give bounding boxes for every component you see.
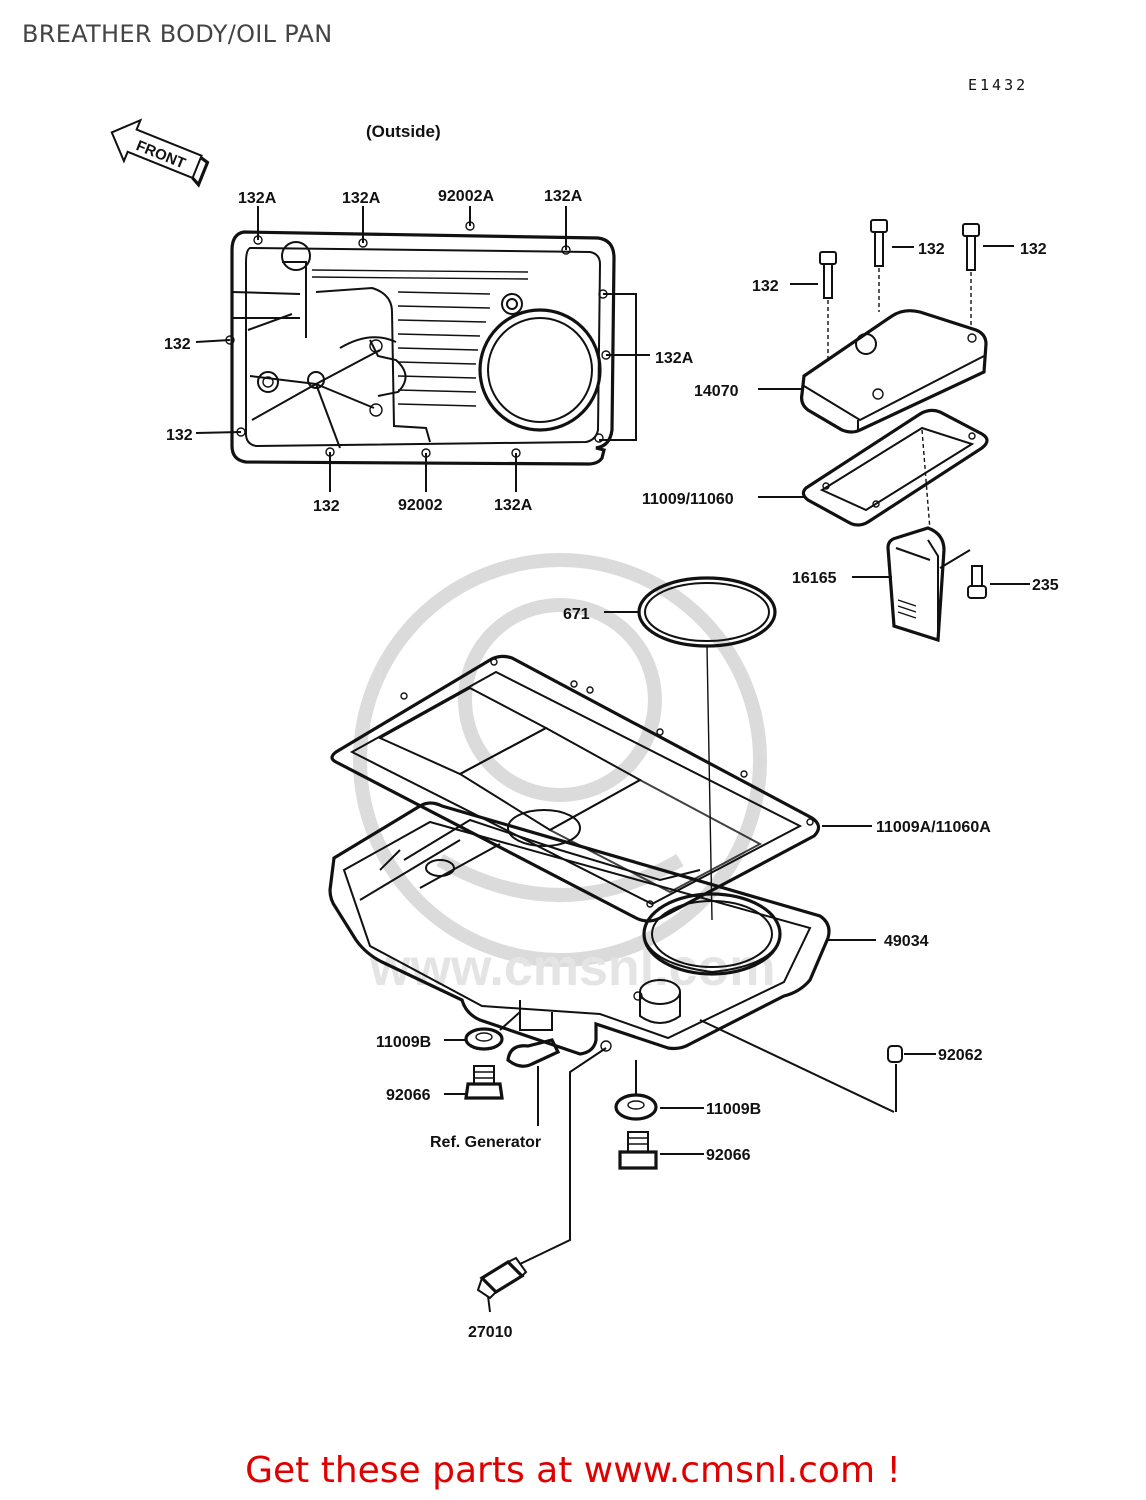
breather-plate-16165 <box>852 526 971 643</box>
drain-bolt-92066-right <box>618 1131 704 1170</box>
watermark-text: www.cmsnl.com <box>369 939 776 997</box>
label-132A-1: 132A <box>238 190 277 207</box>
washer-11009B-right <box>614 1060 704 1121</box>
label-11009B-left: 11009B <box>376 1034 431 1051</box>
breather-bolts <box>790 219 1014 362</box>
label-92066-right: 92066 <box>706 1147 751 1164</box>
label-132-bolt-a: 132 <box>752 278 779 295</box>
ref-generator-note: Ref. Generator <box>430 1134 541 1151</box>
outside-view-note: (Outside) <box>366 122 441 141</box>
label-132A-3: 132A <box>544 188 583 205</box>
page-title: BREATHER BODY/OIL PAN <box>22 20 333 48</box>
front-arrow-label: FRONT <box>134 137 188 172</box>
label-132-left-1: 132 <box>164 336 191 353</box>
label-16165: 16165 <box>792 570 837 587</box>
label-92062: 92062 <box>938 1047 983 1064</box>
oil-pan <box>328 801 895 1113</box>
label-27010: 27010 <box>468 1324 513 1341</box>
label-11009-11060: 11009/11060 <box>642 491 734 508</box>
oil-pressure-switch-27010 <box>476 1047 607 1313</box>
screw-235 <box>967 565 1030 599</box>
label-92066-left: 92066 <box>386 1087 431 1104</box>
label-132A-right: 132A <box>655 350 694 367</box>
label-132-bottom: 132 <box>313 498 340 515</box>
label-235: 235 <box>1032 577 1059 594</box>
drawing-code: E1432 <box>968 76 1029 94</box>
label-92002: 92002 <box>398 497 443 514</box>
label-92002A: 92002A <box>438 188 494 205</box>
label-132-bolt-b: 132 <box>918 241 945 258</box>
label-132-bolt-c: 132 <box>1020 241 1047 258</box>
label-11009A-11060A: 11009A/11060A <box>876 819 991 836</box>
plug-92062 <box>887 1045 936 1112</box>
parts-diagram: www.cmsnl.com FRONT (Outside) <box>110 118 1059 1341</box>
label-49034: 49034 <box>884 933 929 950</box>
watermark-logo: www.cmsnl.com <box>353 553 776 997</box>
label-671: 671 <box>563 606 590 623</box>
label-132-left-2: 132 <box>166 427 193 444</box>
label-132A-bottom: 132A <box>494 497 533 514</box>
label-14070: 14070 <box>694 383 739 400</box>
front-arrow: FRONT <box>110 118 210 188</box>
breather-gasket <box>758 408 989 531</box>
generator-clamp <box>506 1038 561 1126</box>
breather-cover <box>758 309 988 434</box>
label-11009B-right: 11009B <box>706 1101 761 1118</box>
drain-bolt-92066-left <box>444 1065 504 1100</box>
washer-11009B-left <box>444 1011 521 1051</box>
get-parts-link[interactable]: Get these parts at www.cmsnl.com ! <box>245 1450 901 1491</box>
o-ring-671 <box>604 576 777 921</box>
label-132A-2: 132A <box>342 190 381 207</box>
breather-body-plate <box>225 221 616 466</box>
breather-leaders <box>195 206 650 492</box>
